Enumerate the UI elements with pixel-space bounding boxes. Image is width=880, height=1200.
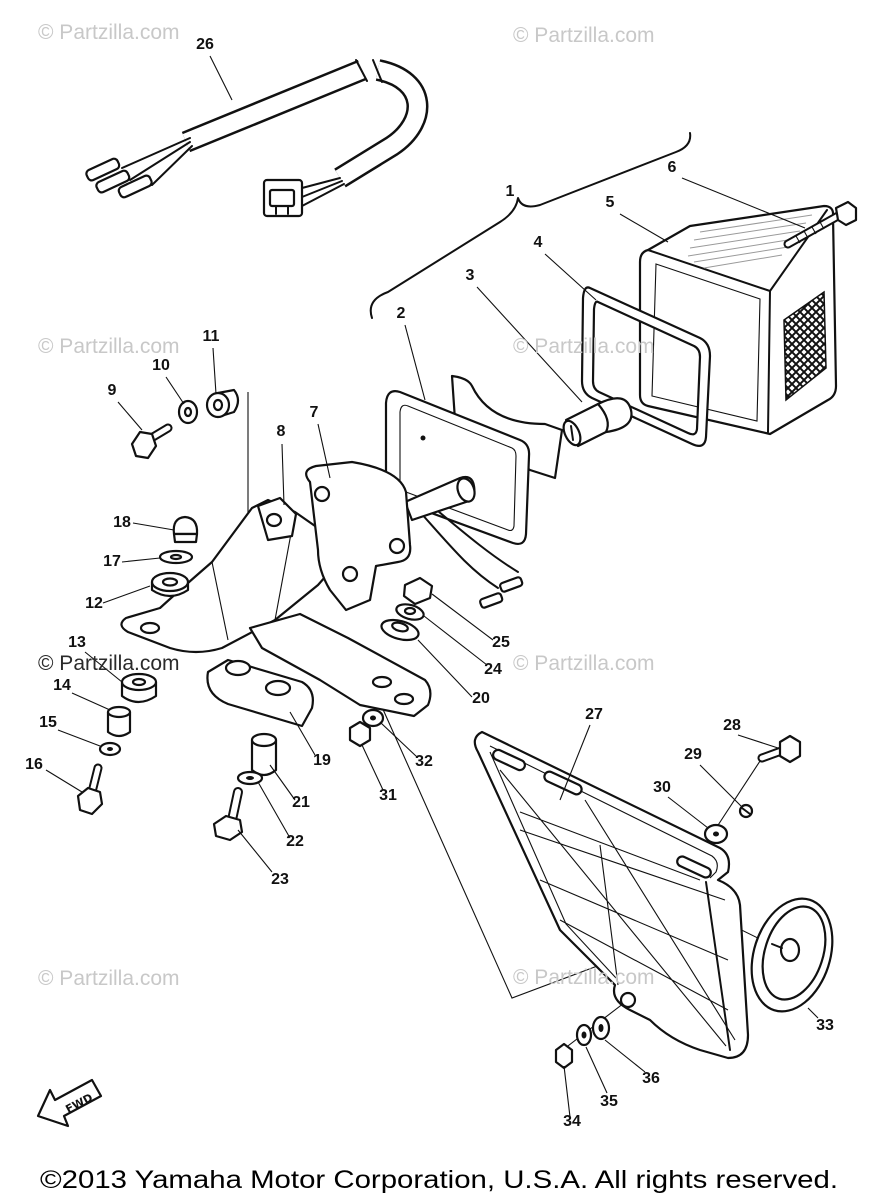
callout-13: 13 [68, 634, 86, 651]
callout-31: 31 [379, 787, 397, 804]
callout-36: 36 [642, 1070, 660, 1087]
watermark: © Partzilla.com [513, 652, 655, 675]
part-29-spring-washer [738, 803, 754, 819]
callout-18: 18 [113, 514, 131, 531]
callout-26: 26 [196, 36, 214, 53]
part-14-collar [106, 705, 132, 738]
part-18-cap-nut [172, 515, 199, 544]
callout-35: 35 [600, 1093, 618, 1110]
part-32-washer [361, 708, 385, 728]
part-21-collar [250, 732, 278, 777]
watermark: © Partzilla.com [513, 335, 655, 358]
part-35-washer [575, 1023, 593, 1047]
watermark: © Partzilla.com [513, 966, 655, 989]
part-24-washer [395, 603, 425, 621]
part-7-light-plate [305, 460, 412, 612]
part-28-bolt [757, 734, 802, 764]
callout-21: 21 [292, 794, 310, 811]
callout-16: 16 [25, 756, 43, 773]
callout-25: 25 [492, 634, 510, 651]
callout-17: 17 [103, 553, 121, 570]
part-9-bolt [130, 423, 173, 460]
part-15-washer [98, 741, 122, 757]
part-10-washer [177, 399, 199, 425]
callout-22: 22 [286, 833, 304, 850]
callout-1: 1 [506, 183, 515, 200]
callout-14: 14 [53, 677, 71, 694]
callout-3: 3 [466, 267, 475, 284]
callout-12: 12 [85, 595, 103, 612]
part-27-license-bracket [473, 730, 750, 1060]
part-8-bracket-gasket [256, 496, 298, 542]
callout-19: 19 [313, 752, 331, 769]
part-25-nut [402, 576, 434, 606]
part-20-damper [380, 618, 420, 642]
watermark: © Partzilla.com [38, 21, 180, 44]
assembly-1-brace [369, 132, 692, 319]
callout-4: 4 [534, 234, 543, 251]
callout-6: 6 [668, 159, 677, 176]
callout-24: 24 [484, 661, 502, 678]
callout-23: 23 [271, 871, 289, 888]
callout-28: 28 [723, 717, 741, 734]
watermark: © Partzilla.com [38, 967, 180, 990]
part-13-grommet [120, 672, 158, 704]
leader-lines [45, 55, 819, 1118]
part-31-nut [348, 720, 372, 748]
part-19-rubber-mount [206, 658, 314, 728]
callout-15: 15 [39, 714, 57, 731]
callout-10: 10 [152, 357, 170, 374]
callout-7: 7 [310, 404, 319, 421]
part-5-taillight-housing [638, 204, 838, 436]
forward-arrow-icon: FWD [36, 1078, 103, 1128]
callout-32: 32 [415, 753, 433, 770]
part-30-washer [703, 823, 729, 845]
watermark: © Partzilla.com [513, 24, 655, 47]
part-22-washer [236, 770, 264, 786]
part-36-washer [591, 1015, 611, 1041]
callout-5: 5 [606, 194, 615, 211]
callout-2: 2 [397, 305, 406, 322]
part-12-grommet [150, 571, 190, 598]
callout-20: 20 [472, 690, 490, 707]
watermark: © Partzilla.com [38, 335, 180, 358]
part-6-lens-screw [783, 200, 858, 249]
callout-8: 8 [277, 423, 286, 440]
callout-11: 11 [203, 328, 220, 345]
part-2-lens-base [384, 374, 564, 609]
part-33-reflector [750, 897, 834, 1013]
part-26-wire-harness [85, 59, 429, 218]
callout-30: 30 [653, 779, 671, 796]
callout-34: 34 [563, 1113, 581, 1130]
part-17-washer [158, 549, 194, 565]
callout-33: 33 [816, 1017, 834, 1034]
callout-27: 27 [585, 706, 603, 723]
watermark: © Partzilla.com [38, 652, 180, 675]
callout-9: 9 [108, 382, 117, 399]
copyright-footer: ©2013 Yamaha Motor Corporation, U.S.A. A… [40, 1166, 838, 1194]
callout-29: 29 [684, 746, 702, 763]
part-34-nut [554, 1042, 574, 1070]
part-11-grommet [205, 388, 240, 419]
part-16-bolt [76, 763, 104, 816]
part-23-bolt [212, 787, 244, 842]
part-3-bulb [562, 397, 633, 448]
